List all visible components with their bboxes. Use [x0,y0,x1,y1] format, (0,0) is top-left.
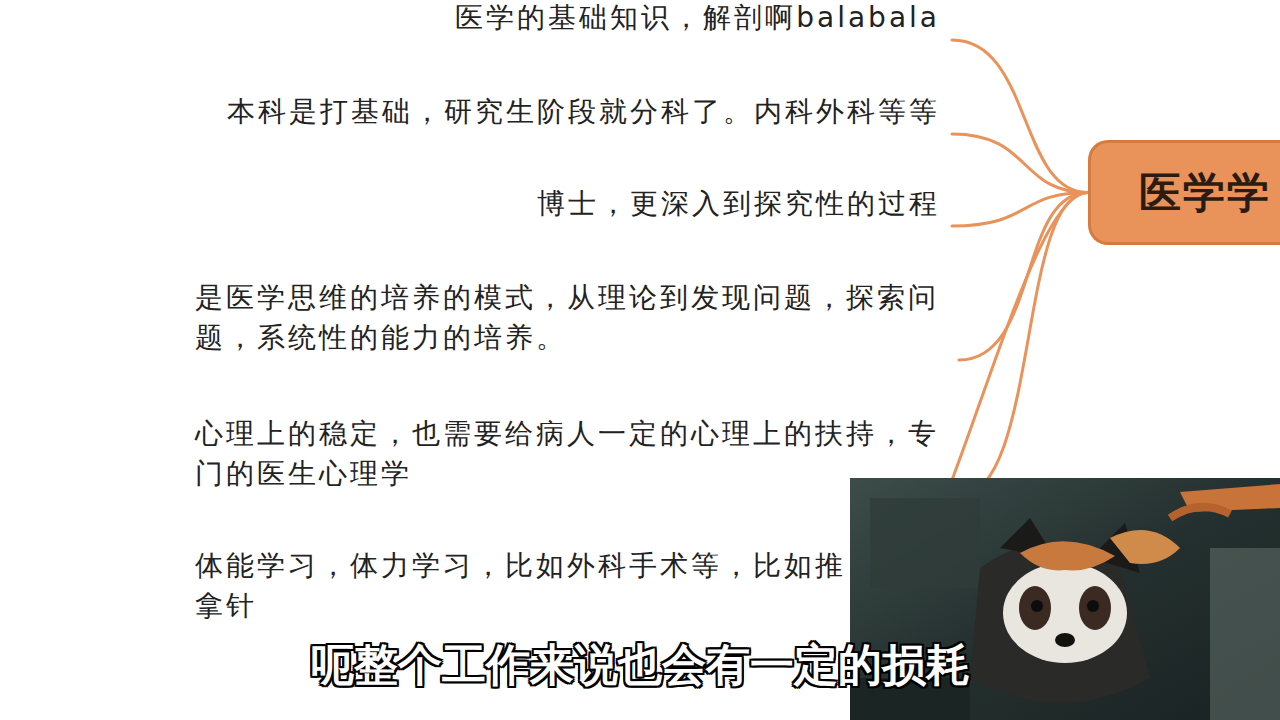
branch-curve [952,40,1088,193]
branch-text: 医学的基础知识，解剖啊balabala [455,0,940,38]
branch-node: 心理上的稳定，也需要给病人一定的心理上的扶持，专门的医生心理学 [195,414,947,494]
branch-node: 博士，更深入到探究性的过程 [537,184,940,224]
branch-text: 本科是打基础，研究生阶段就分科了。内科外科等等 [227,92,940,132]
topic-box: 医学学 [1088,140,1280,245]
branch-text: 体能学习，体力学习，比如外科手术等，比如推拿针 [195,546,847,626]
branch-curve [959,193,1088,497]
branch-text: 心理上的稳定，也需要给病人一定的心理上的扶持，专门的医生心理学 [195,414,947,494]
branch-node: 本科是打基础，研究生阶段就分科了。内科外科等等 [227,92,940,132]
branch-text: 博士，更深入到探究性的过程 [537,184,940,224]
branch-text: 是医学思维的培养的模式，从理论到发现问题，探索问题，系统性的能力的培养。 [195,278,947,358]
branch-curve [952,134,1088,193]
branch-node: 是医学思维的培养的模式，从理论到发现问题，探索问题，系统性的能力的培养。 [195,278,947,358]
topic-text: 医学学 [1091,165,1271,221]
branch-curve [959,193,1088,361]
subtitle-text: 呃整个工作来说也会有一定的损耗 [240,636,1040,695]
branch-node: 体能学习，体力学习，比如外科手术等，比如推拿针 [195,546,847,626]
branch-node: 医学的基础知识，解剖啊balabala [455,0,940,38]
